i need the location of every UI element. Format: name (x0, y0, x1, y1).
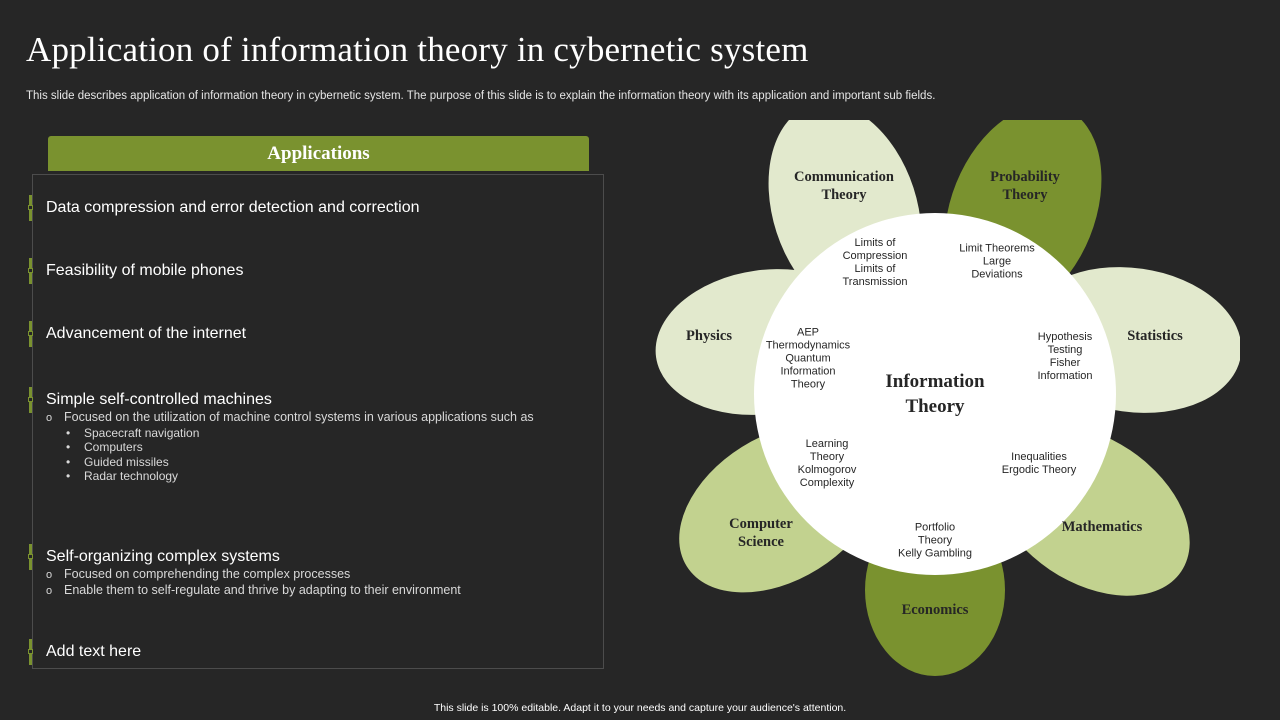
bullet-marker (28, 387, 33, 413)
subfield-communication-theory: Limits of Compression Limits of Transmis… (842, 237, 908, 288)
application-item: Advancement of the internet (46, 325, 247, 342)
sub-bullet-text: Enable them to self-regulate and thrive … (64, 583, 461, 597)
subsub-bullet: • Radar technology (66, 469, 178, 483)
subsub-bullet-mark: • (66, 426, 71, 440)
subsub-bullet-text: Spacecraft navigation (84, 426, 200, 440)
petal-label-statistics: Statistics (1127, 328, 1183, 344)
bullet-marker (28, 321, 33, 347)
petal-label-communication-theory: Communication Theory (794, 169, 894, 203)
subfield-mathematics: Inequalities Ergodic Theory (1001, 451, 1077, 476)
subsub-bullet-text: Guided missiles (84, 455, 169, 469)
subsub-bullet: • Spacecraft navigation (66, 426, 199, 440)
sub-bullet: o Focused on the utilization of machine c… (46, 410, 534, 424)
subfield-probability-theory: Limit Theorems Large Deviations (959, 242, 1035, 281)
bullet-marker (28, 544, 33, 570)
subsub-bullet: • Guided missiles (66, 455, 169, 469)
center-label: Information Theory (885, 371, 985, 417)
sub-bullet-mark: o (46, 585, 53, 597)
subsub-bullet-mark: • (66, 455, 71, 469)
application-item: Add text here (46, 643, 142, 660)
petal-label-mathematics: Mathematics (1061, 519, 1143, 535)
subfield-economics: Portfolio Theory Kelly Gambling (898, 521, 972, 560)
subsub-bullet: • Computers (66, 440, 143, 454)
subsub-bullet-text: Computers (84, 440, 143, 454)
subsub-bullet-mark: • (66, 469, 71, 483)
subfield-statistics: Hypothesis Testing Fisher Information (1037, 331, 1093, 382)
application-item: Data compression and error detection and… (46, 199, 420, 216)
petal-label-physics: Physics (686, 328, 732, 344)
sub-bullet-mark: o (46, 412, 53, 424)
petal-label-economics: Economics (901, 602, 969, 618)
application-item: Simple self-controlled machines (46, 391, 272, 408)
slide-subtitle: This slide describes application of info… (26, 90, 936, 102)
slide-footer: This slide is 100% editable. Adapt it to… (433, 702, 847, 714)
bullet-marker (28, 195, 33, 221)
application-item: Self-organizing complex systems (46, 548, 280, 565)
subsub-bullet-mark: • (66, 440, 71, 454)
sub-bullet-text: Focused on comprehending the complex pro… (64, 567, 351, 581)
subsub-bullet-text: Radar technology (84, 469, 179, 483)
center-circle (754, 213, 1116, 575)
slide-title: Application of information theory in cyb… (26, 30, 809, 69)
sub-bullet-mark: o (46, 569, 53, 581)
flower-shapes (655, 120, 1240, 676)
bullet-marker (28, 258, 33, 284)
sub-bullet: o Enable them to self-regulate and thrive… (46, 583, 461, 597)
sub-bullet: o Focused on comprehending the complex pr… (46, 567, 350, 581)
bullet-marker (28, 639, 33, 665)
applications-header: Applications (48, 136, 589, 171)
subfield-computer-science: Learning Theory Kolmogorov Complexity (797, 438, 857, 489)
application-item: Feasibility of mobile phones (46, 262, 244, 279)
subfield-physics: AEP Thermodynamics Quantum Information T… (765, 326, 851, 391)
petal-label-computer-science: Computer Science (729, 516, 793, 550)
petal-label-probability-theory: Probability Theory (990, 169, 1060, 203)
applications-panel (32, 174, 604, 669)
information-theory-diagram: Information Theory Communication Theory … (640, 120, 1240, 690)
sub-bullet-text: Focused on the utilization of machine co… (64, 410, 534, 424)
